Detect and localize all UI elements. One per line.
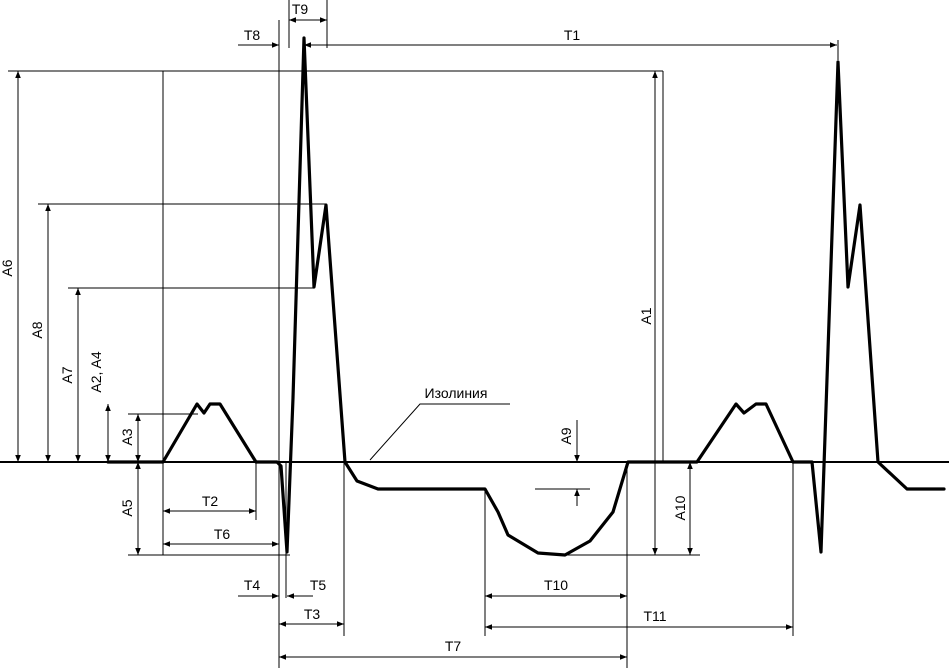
label-t7: T7 [445, 638, 462, 654]
label-t5: T5 [310, 577, 327, 593]
ecg-waveform [106, 36, 946, 557]
label-a1: A1 [638, 307, 654, 324]
isoline-leader [369, 403, 510, 461]
label-a8: A8 [29, 321, 45, 338]
label-a9: A9 [558, 427, 574, 444]
label-a3: A3 [119, 428, 135, 445]
label-a7: A7 [59, 366, 75, 383]
label-t8: T8 [244, 27, 261, 43]
label-a2a4: A2, A4 [88, 351, 104, 392]
label-isoline: Изолиния [425, 385, 488, 401]
label-a10: A10 [672, 495, 688, 520]
label-t2: T2 [202, 493, 219, 509]
label-t9: T9 [292, 1, 309, 17]
label-t3: T3 [304, 606, 321, 622]
label-t11: T11 [643, 608, 666, 624]
label-t6: T6 [214, 526, 231, 542]
label-t4: T4 [244, 577, 261, 593]
label-t10: T10 [544, 577, 568, 593]
label-a5: A5 [119, 499, 135, 516]
label-t1: T1 [564, 27, 581, 43]
label-a6: A6 [0, 259, 15, 276]
